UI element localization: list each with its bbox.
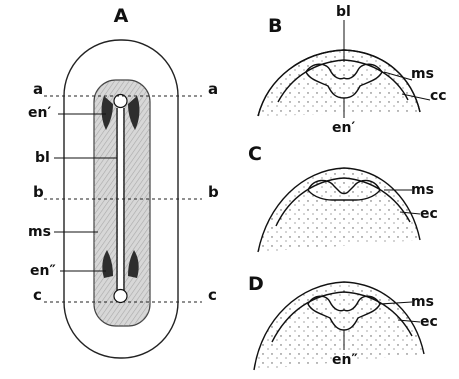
d-label-en-double-prime: en″	[332, 352, 358, 368]
section-b-right-label: b	[208, 183, 219, 201]
panel-b-title: B	[268, 15, 282, 37]
section-c-dome	[258, 168, 420, 252]
section-b-left-label: b	[33, 183, 44, 201]
panel-c-title: C	[248, 143, 262, 165]
panel-a: A a a b	[28, 5, 219, 358]
label-en-double-prime: en″	[30, 263, 56, 279]
panel-b: B bl ms cc en′	[258, 4, 447, 136]
b-label-cc: cc	[430, 88, 447, 104]
panel-d: D ms ec en″	[248, 273, 438, 370]
label-ms: ms	[28, 224, 51, 240]
d-label-ms: ms	[411, 294, 434, 310]
section-c-right-label: c	[208, 286, 217, 304]
label-en-prime: en′	[28, 105, 51, 121]
c-label-ms: ms	[411, 182, 434, 198]
blastopore-groove	[117, 108, 124, 294]
d-label-ec: ec	[420, 314, 438, 330]
section-c-left-label: c	[33, 286, 42, 304]
label-bl: bl	[35, 150, 50, 166]
section-a-left-label: a	[33, 80, 43, 98]
b-label-bl: bl	[336, 4, 351, 20]
panel-c: C ms ec	[248, 143, 438, 252]
section-a-right-label: a	[208, 80, 218, 98]
panel-a-title: A	[114, 5, 129, 27]
c-label-ec: ec	[420, 206, 438, 222]
b-label-ms: ms	[411, 66, 434, 82]
panel-d-title: D	[248, 273, 264, 295]
b-label-en-prime: en′	[332, 120, 355, 136]
